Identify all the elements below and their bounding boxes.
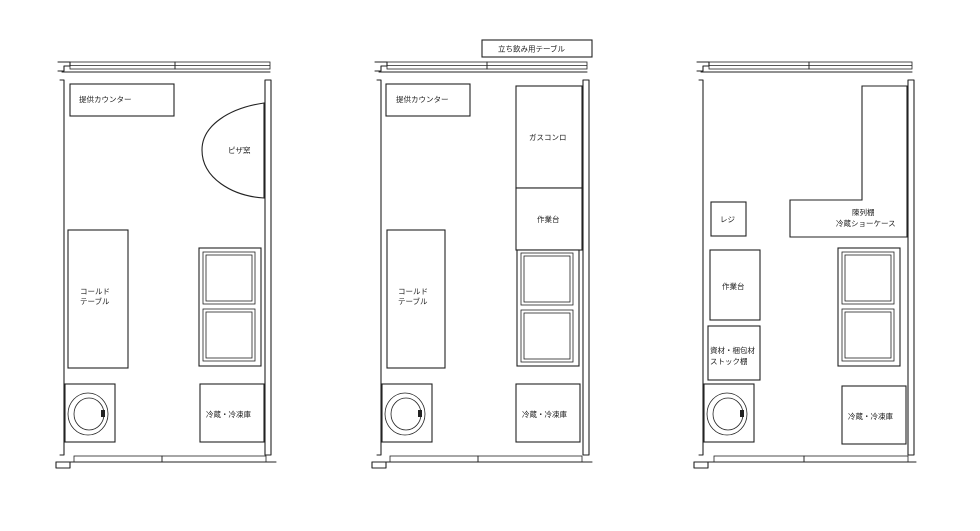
work-table: 作業台	[709, 249, 761, 321]
shelf-unit	[516, 249, 580, 367]
right-wall	[264, 79, 272, 456]
register: レジ	[710, 201, 747, 237]
register-label: レジ	[720, 215, 735, 224]
fridge-label: 冷蔵・冷凍庫	[206, 409, 251, 419]
fridge: 冷蔵・冷凍庫	[515, 383, 581, 443]
cold-table: コールド テーブル	[386, 229, 446, 369]
stock-label-2: ストック棚	[710, 356, 748, 366]
floor-plan-3: レジ 陳列棚 冷蔵ショーケース 作業台 資材・梱包材 ストック棚	[693, 61, 917, 469]
gas-stove: ガスコンロ	[515, 85, 583, 189]
toilet	[703, 383, 755, 443]
serving-counter-label: 提供カウンター	[79, 94, 132, 104]
right-wall	[582, 79, 590, 456]
top-window	[374, 61, 588, 73]
bottom-window	[693, 455, 917, 469]
gas-stove-label: ガスコンロ	[529, 132, 567, 142]
fridge-label: 冷蔵・冷凍庫	[522, 409, 567, 419]
display-shelf-showcase: 陳列棚 冷蔵ショーケース	[789, 85, 908, 238]
top-window	[696, 61, 913, 73]
top-window	[57, 61, 271, 73]
bottom-window	[371, 455, 593, 469]
stock-shelf: 資材・梱包材 ストック棚	[707, 325, 761, 381]
work-table-label: 作業台	[537, 214, 560, 224]
left-wall	[376, 79, 382, 456]
fridge-label: 冷蔵・冷凍庫	[848, 411, 893, 421]
cold-table-label-1: コールド	[398, 287, 428, 296]
showcase-label-1: 陳列棚	[852, 207, 875, 217]
serving-counter: 提供カウンター	[69, 83, 175, 117]
cold-table-label-2: テーブル	[80, 296, 110, 306]
standing-table: 立ち飲み用テーブル	[481, 39, 593, 58]
toilet	[64, 383, 116, 443]
showcase-label-2: 冷蔵ショーケース	[836, 218, 896, 228]
floor-plan-1: 提供カウンター ピザ窯 コールド テーブル	[55, 61, 277, 469]
floor-plan-2: 立ち飲み用テーブル 提供カウンター ガスコンロ 作業台	[371, 39, 593, 469]
standing-table-label: 立ち飲み用テーブル	[498, 44, 566, 54]
bottom-window	[55, 455, 277, 469]
cold-table-label-2: テーブル	[398, 296, 428, 306]
serving-counter-label: 提供カウンター	[396, 94, 449, 104]
shelf-unit	[198, 247, 262, 367]
cold-table: コールド テーブル	[67, 229, 129, 369]
work-table-label: 作業台	[722, 281, 745, 291]
left-wall	[59, 79, 65, 456]
stock-label-1: 資材・梱包材	[710, 345, 755, 355]
cold-table-label-1: コールド	[80, 287, 110, 296]
fridge: 冷蔵・冷凍庫	[841, 385, 907, 445]
work-table: 作業台	[515, 187, 583, 251]
serving-counter: 提供カウンター	[385, 83, 471, 117]
fridge: 冷蔵・冷凍庫	[199, 383, 265, 443]
pizza-oven: ピザ窯	[201, 102, 265, 199]
pizza-oven-label: ピザ窯	[228, 145, 251, 155]
left-wall	[698, 79, 704, 456]
shelf-unit	[837, 247, 901, 367]
toilet	[381, 383, 433, 443]
right-wall	[907, 79, 915, 456]
